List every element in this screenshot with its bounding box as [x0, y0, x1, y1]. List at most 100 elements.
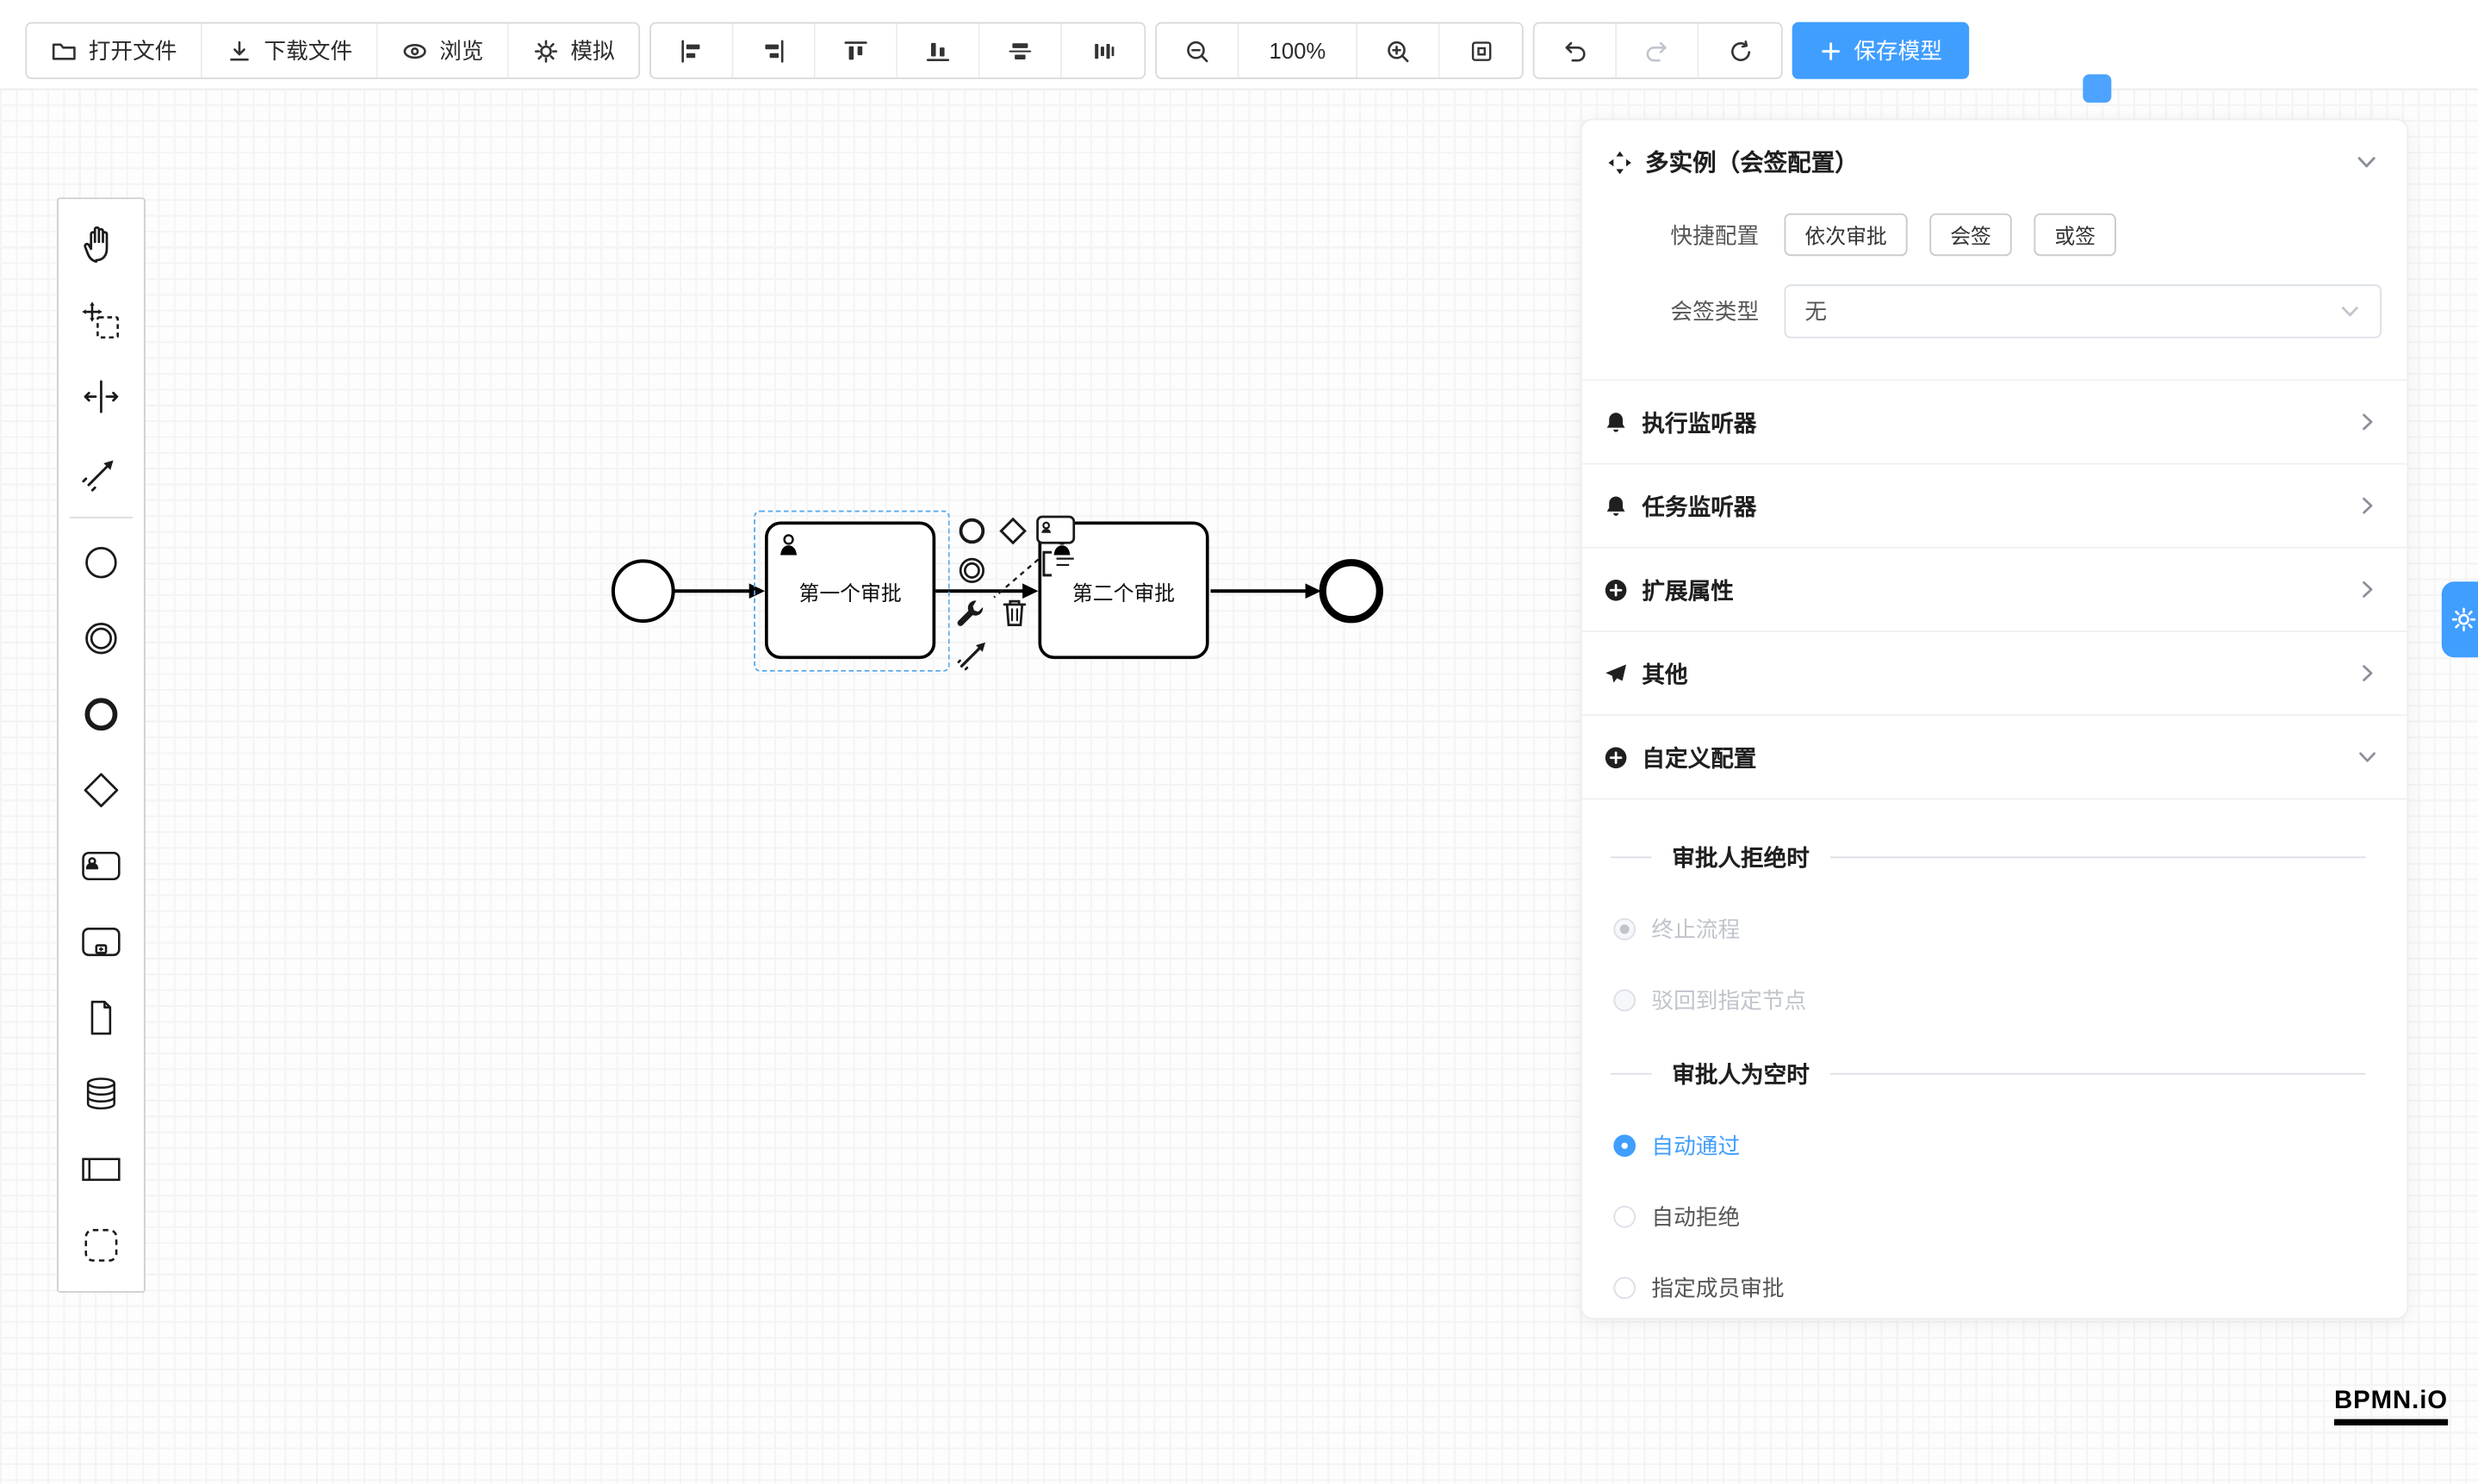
create-subprocess[interactable]	[63, 904, 139, 980]
save-model-button[interactable]: 保存模型	[1792, 22, 1970, 79]
preview-button[interactable]: 浏览	[377, 23, 509, 78]
radio-terminate-process[interactable]: 终止流程	[1613, 914, 2407, 946]
toolbar: 打开文件 下载文件 浏览 模拟	[25, 22, 1970, 79]
folder-open-icon	[52, 42, 76, 59]
radio-return-to-node[interactable]: 驳回到指定节点	[1613, 984, 2407, 1016]
bpmn-io-logo[interactable]: BPMN.iO	[2334, 1388, 2449, 1426]
distribute-button[interactable]	[1061, 23, 1145, 78]
radio-assign-member[interactable]: 指定成员审批	[1613, 1272, 2407, 1304]
lasso-tool-icon	[82, 301, 119, 339]
global-connect-tool[interactable]	[63, 435, 139, 511]
undo-button[interactable]	[1534, 23, 1618, 78]
radio-auto-reject[interactable]: 自动拒绝	[1613, 1201, 2407, 1233]
quick-option-orsign-button[interactable]: 或签	[2034, 213, 2116, 257]
sign-type-select[interactable]: 无	[1784, 284, 2382, 338]
radio-dot	[1613, 1134, 1636, 1158]
create-end-event[interactable]	[63, 676, 139, 752]
radio-dot	[1613, 989, 1636, 1012]
create-group[interactable]	[63, 1208, 139, 1283]
task-second-approval[interactable]: 第二个审批	[1038, 521, 1209, 660]
radio-dot	[1613, 1276, 1636, 1300]
palette	[57, 197, 146, 1293]
save-model-label: 保存模型	[1854, 38, 1942, 64]
zoom-in-button[interactable]	[1357, 23, 1440, 78]
create-start-event[interactable]	[63, 525, 139, 600]
properties-panel: 多实例（会签配置） 快捷配置 依次审批 会签 或签 会签类型 无 执行监听器	[1580, 118, 2409, 1320]
align-center-button[interactable]	[979, 23, 1062, 78]
download-file-label: 下载文件	[264, 38, 353, 64]
connect-button[interactable]	[956, 636, 991, 671]
sequence-flow-1[interactable]	[673, 583, 766, 599]
section-execution-listener[interactable]: 执行监听器	[1581, 381, 2407, 465]
create-intermediate-event[interactable]	[63, 600, 139, 676]
simulate-button[interactable]: 模拟	[508, 23, 639, 78]
align-right-icon	[765, 39, 784, 62]
align-left-icon	[681, 39, 700, 62]
end-event[interactable]	[1319, 559, 1383, 624]
zoom-button-group: 100%	[1155, 22, 1524, 79]
change-type-button[interactable]	[954, 598, 986, 630]
file-button-group: 打开文件 下载文件 浏览 模拟	[25, 22, 641, 79]
append-task-icon	[1036, 515, 1076, 544]
task-first-approval[interactable]: 第一个审批	[765, 521, 936, 660]
align-bottom-button[interactable]	[897, 23, 980, 78]
radio-dot	[1613, 1205, 1636, 1228]
align-top-button[interactable]	[815, 23, 898, 78]
open-file-button[interactable]: 打开文件	[27, 23, 202, 78]
quick-option-countersign-button[interactable]: 会签	[1929, 213, 2012, 257]
create-participant[interactable]	[63, 1132, 139, 1208]
create-data-store[interactable]	[63, 1056, 139, 1132]
redo-button[interactable]	[1617, 23, 1699, 78]
custom-config-body: 审批人拒绝时 终止流程 驳回到指定节点 审批人为空时 自动通过 自动拒绝	[1582, 841, 2407, 1304]
section-other[interactable]: 其他	[1581, 632, 2407, 717]
align-right-button[interactable]	[733, 23, 816, 78]
lasso-tool[interactable]	[63, 283, 139, 358]
simulate-icon	[534, 39, 558, 62]
append-end-event-icon	[959, 518, 985, 544]
chevron-right-icon	[2363, 497, 2373, 514]
text-annotation-icon	[1042, 550, 1074, 577]
chevron-right-icon	[2363, 665, 2373, 682]
append-gateway-button[interactable]	[997, 515, 1029, 547]
append-intermediate-event-button[interactable]	[956, 555, 988, 587]
hand-tool[interactable]	[63, 207, 139, 283]
refresh-button[interactable]	[1699, 23, 1781, 78]
create-gateway[interactable]	[63, 752, 139, 828]
panel-toggle-button[interactable]	[2083, 74, 2112, 103]
align-left-button[interactable]	[650, 23, 734, 78]
start-event[interactable]	[611, 559, 675, 624]
undo-icon	[1565, 40, 1586, 61]
sign-type-label: 会签类型	[1670, 298, 1760, 325]
download-file-button[interactable]: 下载文件	[202, 23, 378, 78]
append-task-button[interactable]	[1035, 513, 1077, 547]
sequence-flow-2[interactable]	[935, 583, 1039, 599]
chevron-down-icon	[2359, 752, 2376, 762]
wrench-icon	[957, 600, 984, 626]
align-center-icon	[1009, 42, 1032, 59]
zoom-out-button[interactable]	[1157, 23, 1239, 78]
quick-config-label: 快捷配置	[1670, 221, 1760, 248]
chevron-down-icon[interactable]	[2355, 150, 2379, 174]
text-annotation-button[interactable]	[1038, 549, 1079, 581]
user-task-glyph	[780, 534, 798, 556]
space-tool[interactable]	[63, 359, 139, 435]
radio-dot	[1613, 918, 1636, 941]
radio-auto-pass[interactable]: 自动通过	[1613, 1130, 2407, 1162]
create-user-task[interactable]	[63, 828, 139, 903]
settings-tab-button[interactable]	[2441, 581, 2478, 658]
delete-button[interactable]	[999, 596, 1031, 630]
fit-viewport-button[interactable]	[1439, 23, 1522, 78]
multi-instance-icon	[1608, 150, 1631, 174]
sign-type-value: 无	[1804, 298, 1828, 325]
preview-label: 浏览	[439, 38, 484, 64]
section-custom-config[interactable]: 自定义配置	[1581, 716, 2407, 800]
quick-option-sequential-button[interactable]: 依次审批	[1784, 213, 1908, 257]
zoom-out-icon	[1187, 40, 1208, 62]
sequence-flow-3[interactable]	[1210, 583, 1321, 599]
create-data-object[interactable]	[63, 980, 139, 1056]
panel-header[interactable]: 多实例（会签配置）	[1582, 120, 2407, 184]
section-extended-properties[interactable]: 扩展属性	[1581, 549, 2407, 632]
section-task-listener[interactable]: 任务监听器	[1581, 464, 2407, 549]
append-end-event-button[interactable]	[956, 515, 988, 547]
